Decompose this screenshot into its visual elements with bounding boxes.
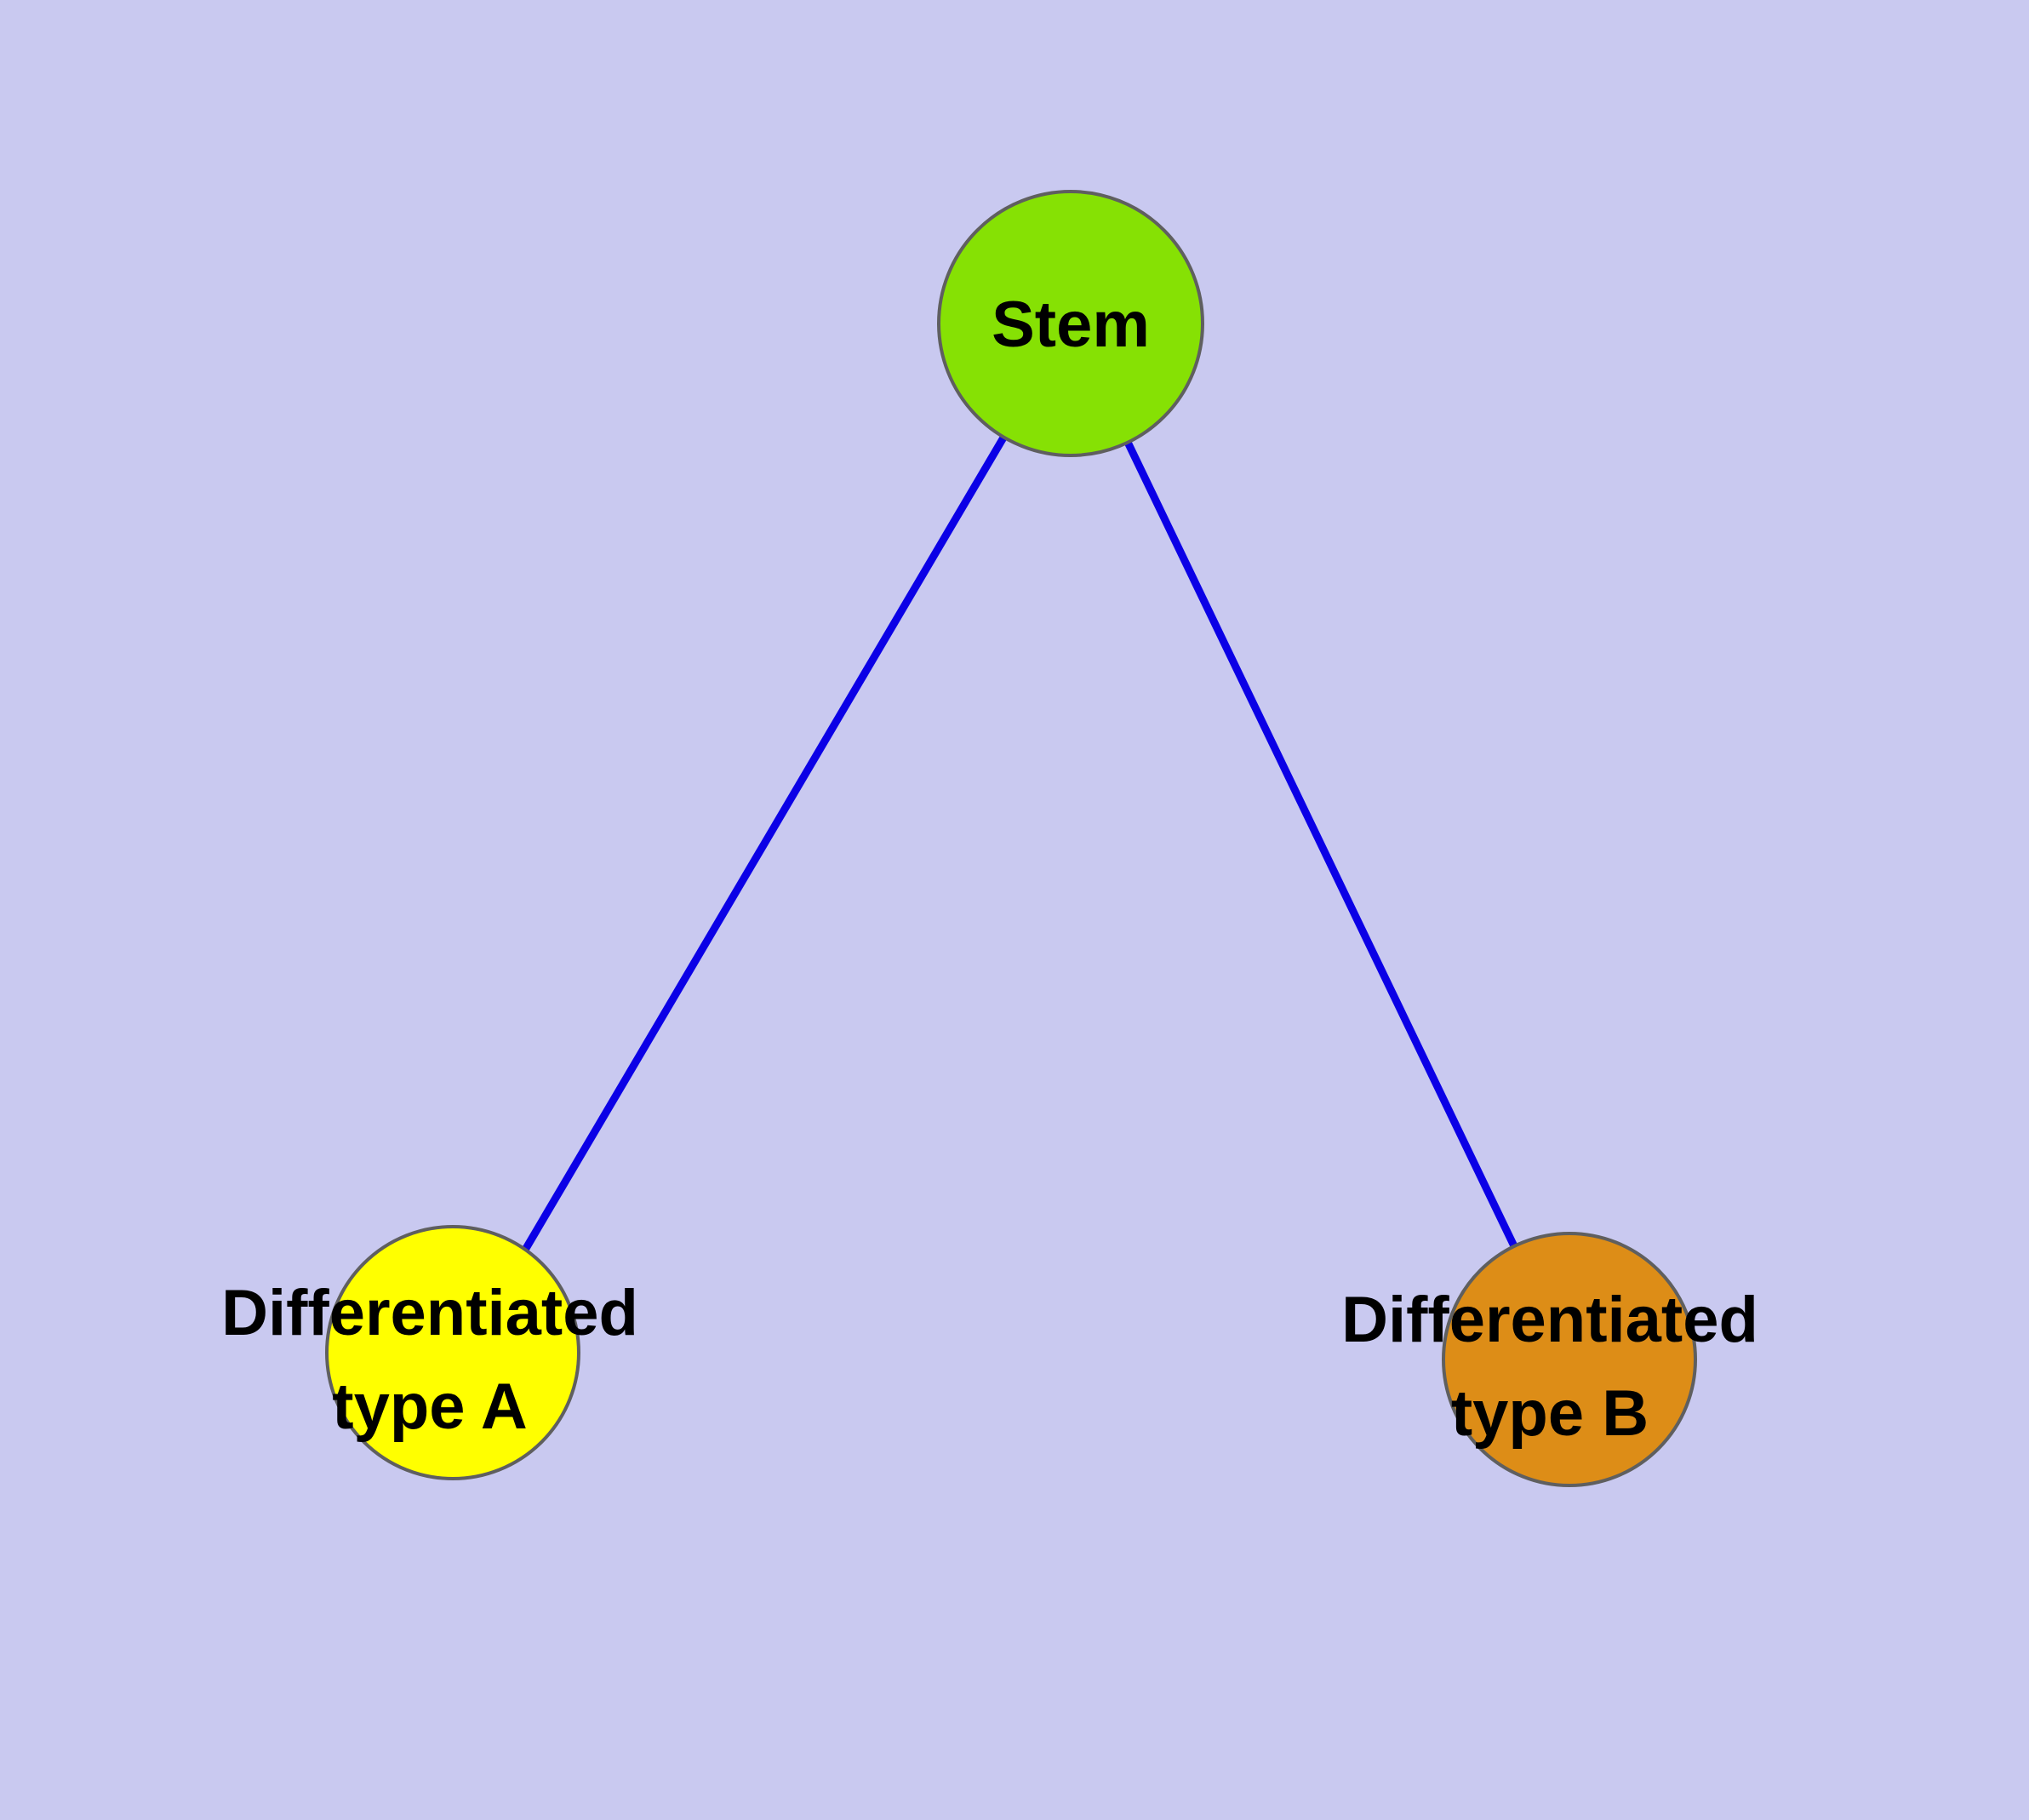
differentiated-type-b-node [1442, 1232, 1697, 1487]
differentiated-type-b-label-line1: Differentiated [1341, 1284, 1758, 1356]
edge-stem-to-type-a [473, 321, 1074, 1335]
differentiated-type-a-label-line1: Differentiated [221, 1277, 638, 1349]
edge-stem-to-type-b [1066, 322, 1562, 1338]
differentiated-type-a-node [325, 1225, 580, 1480]
differentiated-type-a-label-line2: type A [332, 1371, 527, 1443]
stem-node [937, 190, 1204, 457]
stem-node-label: Stem [992, 289, 1150, 361]
differentiated-type-b-label-line2: type B [1451, 1377, 1649, 1450]
